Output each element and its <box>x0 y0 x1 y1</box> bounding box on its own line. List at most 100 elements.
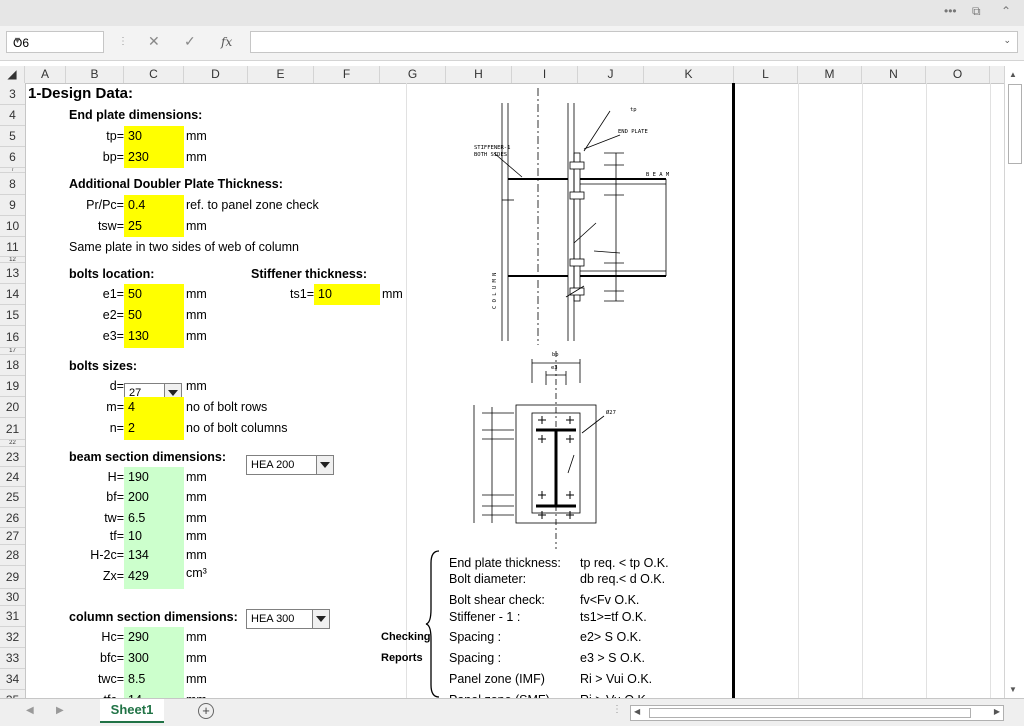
row-header[interactable]: 11 <box>0 237 25 257</box>
computed-cell[interactable]: 190 <box>124 467 184 487</box>
computed-cell[interactable]: 134 <box>124 545 184 566</box>
column-section-select[interactable]: HEA 300 <box>246 609 330 629</box>
row-header[interactable]: 12 <box>0 257 25 263</box>
unit-label: mm <box>186 308 207 322</box>
row-header[interactable]: 6 <box>0 147 25 168</box>
column-header[interactable]: A <box>25 66 66 83</box>
row-header[interactable]: 22 <box>0 440 25 447</box>
computed-cell[interactable]: 10 <box>124 528 184 545</box>
row-header[interactable]: 8 <box>0 173 25 195</box>
column-header[interactable]: K <box>644 66 734 83</box>
input-cell[interactable]: 130 <box>124 326 184 348</box>
row-header[interactable]: 29 <box>0 566 25 589</box>
scroll-thumb[interactable] <box>1008 84 1022 164</box>
row-header[interactable]: 9 <box>0 195 25 216</box>
row-header[interactable]: 16 <box>0 326 25 348</box>
input-cell[interactable]: 0.4 <box>124 195 184 216</box>
computed-cell[interactable]: 200 <box>124 487 184 508</box>
row-header[interactable]: 21 <box>0 418 25 440</box>
computed-cell[interactable]: 14 <box>124 690 184 698</box>
row-header[interactable]: 30 <box>0 589 25 606</box>
prev-sheet-icon[interactable]: ◀ <box>26 705 34 716</box>
input-cell[interactable]: 50 <box>124 305 184 326</box>
chevron-down-icon[interactable] <box>316 456 333 474</box>
row-header[interactable]: 10 <box>0 216 25 237</box>
column-header[interactable]: N <box>862 66 926 83</box>
row-header[interactable]: 34 <box>0 669 25 690</box>
add-sheet-icon[interactable]: + <box>198 703 214 719</box>
minimize-ribbon-icon[interactable]: ⌃ <box>1001 4 1012 18</box>
name-box[interactable]: O6 ▼ <box>6 31 104 53</box>
input-cell[interactable]: 25 <box>124 216 184 237</box>
scroll-right-icon[interactable]: ▶ <box>993 707 1000 716</box>
column-header[interactable]: F <box>314 66 380 83</box>
column-header[interactable]: G <box>380 66 446 83</box>
input-cell[interactable]: 10 <box>314 284 380 305</box>
chevron-down-icon[interactable]: ▼ <box>13 35 22 45</box>
next-sheet-icon[interactable]: ▶ <box>56 705 64 716</box>
row-header[interactable]: 28 <box>0 545 25 566</box>
drag-handle-icon[interactable]: ⋮ <box>118 36 128 47</box>
row-header[interactable]: 26 <box>0 508 25 528</box>
input-cell[interactable]: 50 <box>124 284 184 305</box>
restore-icon[interactable]: ⧉ <box>972 4 981 18</box>
column-header[interactable]: I <box>512 66 578 83</box>
column-header[interactable]: C <box>124 66 184 83</box>
enter-icon[interactable]: ✓ <box>184 33 196 49</box>
column-header[interactable]: D <box>184 66 248 83</box>
row-header[interactable]: 32 <box>0 627 25 648</box>
row-header[interactable]: 33 <box>0 648 25 669</box>
column-header[interactable]: E <box>248 66 314 83</box>
row-header[interactable]: 14 <box>0 284 25 305</box>
row-header[interactable]: 4 <box>0 105 25 126</box>
row-header[interactable]: 27 <box>0 528 25 545</box>
row-header[interactable]: 19 <box>0 376 25 397</box>
row-header[interactable]: 13 <box>0 263 25 284</box>
column-header[interactable]: J <box>578 66 644 83</box>
formula-input[interactable]: ⌄ <box>250 31 1018 53</box>
insert-function-icon[interactable]: fx <box>221 35 233 49</box>
vertical-scrollbar[interactable]: ▲ ▼ <box>1004 66 1024 698</box>
drag-handle-icon[interactable]: ⋮ <box>612 704 622 715</box>
column-header[interactable]: M <box>798 66 862 83</box>
beam-section-select[interactable]: HEA 200 <box>246 455 334 475</box>
more-options-icon[interactable]: ••• <box>944 4 957 18</box>
row-header[interactable]: 35 <box>0 690 25 698</box>
select-all-corner[interactable]: ◢ <box>0 66 25 83</box>
row-header[interactable]: 20 <box>0 397 25 418</box>
row-header[interactable]: 7 <box>0 168 25 173</box>
computed-cell[interactable]: 290 <box>124 627 184 648</box>
chevron-down-icon[interactable] <box>312 610 329 628</box>
row-header[interactable]: 15 <box>0 305 25 326</box>
scroll-up-icon[interactable]: ▲ <box>1009 70 1017 79</box>
computed-cell[interactable]: 429 <box>124 566 184 589</box>
horizontal-scrollbar[interactable]: ◀ ▶ <box>630 705 1004 721</box>
scroll-down-icon[interactable]: ▼ <box>1009 685 1017 694</box>
scroll-thumb[interactable] <box>649 708 971 718</box>
spreadsheet-grid[interactable]: 1-Design Data: End plate dimensions: tp=… <box>25 83 1004 698</box>
input-cell[interactable]: 2 <box>124 418 184 440</box>
column-header[interactable]: B <box>66 66 124 83</box>
tab-sheet1[interactable]: Sheet1 <box>100 699 164 723</box>
row-header[interactable]: 25 <box>0 487 25 508</box>
row-header[interactable]: 17 <box>0 348 25 355</box>
column-header[interactable]: O <box>926 66 990 83</box>
input-cell[interactable]: 230 <box>124 147 184 168</box>
column-header[interactable]: H <box>446 66 512 83</box>
row-header[interactable]: 18 <box>0 355 25 376</box>
input-cell[interactable]: 30 <box>124 126 184 147</box>
expand-formula-icon[interactable]: ⌄ <box>1003 35 1011 45</box>
computed-cell[interactable]: 300 <box>124 648 184 669</box>
row-header[interactable]: 5 <box>0 126 25 147</box>
drawing-label: BOTH SIDES <box>474 152 507 158</box>
computed-cell[interactable]: 6.5 <box>124 508 184 528</box>
computed-cell[interactable]: 8.5 <box>124 669 184 690</box>
row-header[interactable]: 24 <box>0 467 25 487</box>
row-header[interactable]: 23 <box>0 447 25 467</box>
row-header[interactable]: 3 <box>0 83 25 105</box>
column-header[interactable]: L <box>734 66 798 83</box>
scroll-left-icon[interactable]: ◀ <box>634 707 641 716</box>
cancel-icon[interactable]: ✕ <box>148 33 160 49</box>
input-cell[interactable]: 4 <box>124 397 184 418</box>
row-header[interactable]: 31 <box>0 606 25 627</box>
